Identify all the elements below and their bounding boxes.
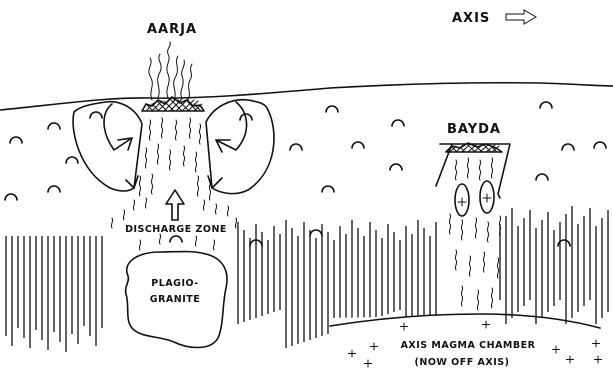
discharge-zone-label: DISCHARGE ZONE xyxy=(125,224,227,235)
aarja-right-block xyxy=(206,100,274,194)
plagiogranite-label-line2: GRANITE xyxy=(150,294,200,305)
aarja-mound-hatch xyxy=(146,99,202,111)
axis-magma-chamber-label: AXIS MAGMA CHAMBER xyxy=(401,340,536,351)
aarja-left-inner-fault xyxy=(104,104,132,150)
aarja-plume xyxy=(149,42,192,100)
aarja-left-block xyxy=(73,102,142,191)
bayda-label: BAYDA xyxy=(447,122,501,137)
upflow-arrow-icon xyxy=(166,190,184,220)
axis-arrow-icon xyxy=(506,10,536,24)
now-off-axis-label: (NOW OFF AXIS) xyxy=(415,357,510,368)
bayda-discharge-squiggles xyxy=(449,158,500,310)
aarja-right-inner-fault xyxy=(216,102,247,150)
bayda-plus-icon xyxy=(458,194,491,206)
plagiogranite-label-line1: PLAGIO- xyxy=(151,278,198,289)
seafloor-line xyxy=(0,83,613,110)
sheeted-dikes xyxy=(6,206,608,352)
axis-label: AXIS xyxy=(452,11,490,26)
aarja-label: AARJA xyxy=(147,22,197,37)
pillow-symbols xyxy=(5,102,606,246)
fault-arrow-icon xyxy=(126,176,138,188)
